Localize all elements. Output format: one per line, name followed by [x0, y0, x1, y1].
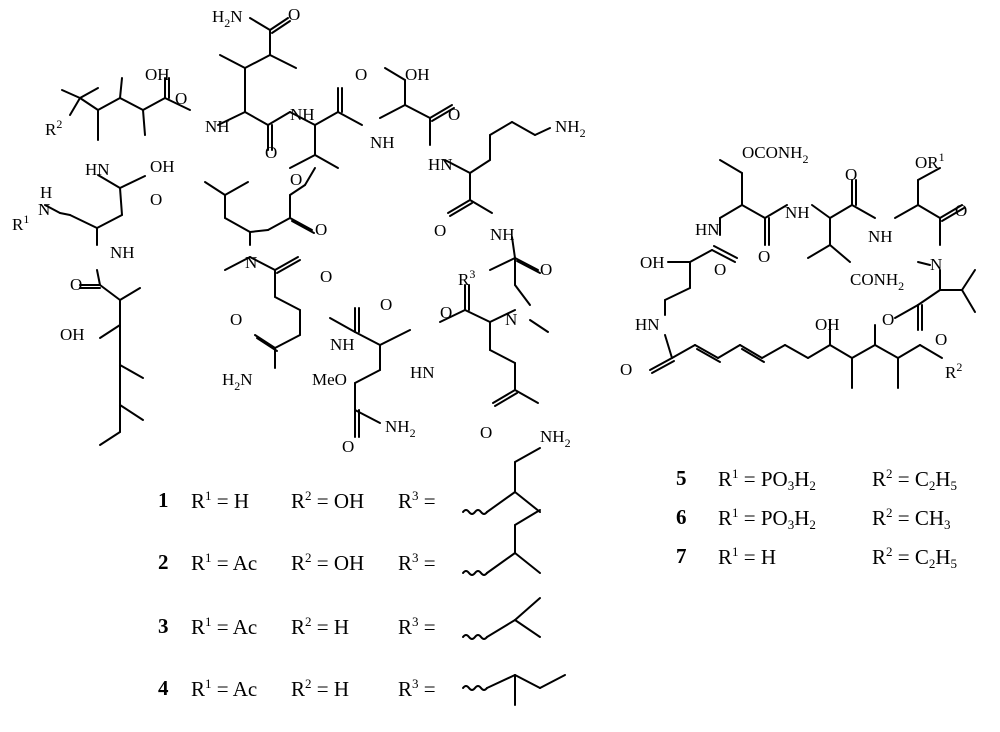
- atom-label: MeO: [312, 370, 347, 389]
- compound-number: 1: [158, 488, 169, 512]
- atom-label: O: [448, 105, 460, 124]
- atom-label: OR1: [915, 150, 945, 172]
- atom-label: O: [150, 190, 162, 209]
- r1-cell: R1 = Ac: [191, 614, 258, 639]
- compound-number: 2: [158, 550, 169, 574]
- atom-label: HN: [695, 220, 720, 239]
- atom-label: NH: [290, 105, 315, 124]
- atom-label: N: [930, 255, 942, 274]
- r2-cell: R2 = H: [291, 614, 350, 639]
- atom-label: NH: [330, 335, 355, 354]
- r2-cell: R2 = C2H5: [872, 544, 958, 571]
- atom-label: N: [38, 200, 50, 219]
- compound-number: 6: [676, 505, 687, 529]
- atom-label: O: [955, 201, 967, 220]
- atom-label: HN: [410, 363, 435, 382]
- atom-label: O: [70, 275, 82, 294]
- atom-label: OH: [145, 65, 170, 84]
- atom-label: O: [480, 423, 492, 442]
- atom-label: HN: [85, 160, 110, 179]
- atom-label: OH: [640, 253, 665, 272]
- r3-label: R3 =: [398, 550, 436, 575]
- atom-label: H: [40, 183, 52, 202]
- atom-label: O: [230, 310, 242, 329]
- atom-label: O: [714, 260, 726, 279]
- r3-label: R3 =: [398, 614, 436, 639]
- r1-cell: R1 = H: [191, 488, 250, 513]
- atom-label: O: [845, 165, 857, 184]
- compound-number: 5: [676, 466, 687, 490]
- atom-label: O: [882, 310, 894, 329]
- atom-label: NH2: [555, 117, 586, 140]
- r2-cell: R2 = CH3: [872, 505, 951, 532]
- atom-label: NH: [785, 203, 810, 222]
- atom-label: NH2: [540, 427, 571, 450]
- atom-label: O: [315, 220, 327, 239]
- atom-label: O: [175, 89, 187, 108]
- atom-label: NH: [110, 243, 135, 262]
- atom-labels: H2N O OH O O OH R2 NH NH NH O NH2 HN OH …: [12, 5, 967, 456]
- r2-cell: R2 = H: [291, 676, 350, 701]
- atom-label: O: [320, 267, 332, 286]
- macrocycle-structure-1-4: [44, 17, 551, 446]
- atom-label: OH: [815, 315, 840, 334]
- atom-label: O: [620, 360, 632, 379]
- atom-label: O: [935, 330, 947, 349]
- r1-cell: R1 = Ac: [191, 550, 258, 575]
- atom-label: R3: [458, 267, 475, 289]
- atom-label: R2: [945, 360, 962, 382]
- r1-cell: R1 = PO3H2: [718, 466, 816, 493]
- r3-label: R3 =: [398, 676, 436, 701]
- atom-label: NH2: [385, 417, 416, 440]
- compound-number: 4: [158, 676, 169, 700]
- atom-label: O: [380, 295, 392, 314]
- atom-label: O: [342, 437, 354, 456]
- r3-substituent-sketches: [462, 447, 566, 706]
- atom-label: NH: [868, 227, 893, 246]
- atom-label: O: [434, 221, 446, 240]
- r1-cell: R1 = Ac: [191, 676, 258, 701]
- atom-label: O: [288, 5, 300, 24]
- atom-label: N: [245, 253, 257, 272]
- r1-cell: R1 = PO3H2: [718, 505, 816, 532]
- atom-label: OH: [60, 325, 85, 344]
- compound-number: 7: [676, 544, 687, 568]
- atom-label: OCONH2: [742, 143, 808, 166]
- r2-cell: R2 = C2H5: [872, 466, 958, 493]
- atom-label: H2N: [222, 370, 253, 393]
- atom-label: OH: [405, 65, 430, 84]
- r3-label: R3 =: [398, 488, 436, 513]
- atom-label: HN: [428, 155, 453, 174]
- atom-label: O: [290, 170, 302, 189]
- macrocycle-structure-5-7: [649, 159, 976, 389]
- atom-label: NH: [370, 133, 395, 152]
- atom-label: O: [440, 303, 452, 322]
- atom-label: NH: [205, 117, 230, 136]
- r1-cell: R1 = H: [718, 544, 777, 569]
- atom-label: O: [540, 260, 552, 279]
- atom-label: HN: [635, 315, 660, 334]
- atom-label: CONH2: [850, 270, 904, 293]
- r2-cell: R2 = OH: [291, 488, 365, 513]
- r2-cell: R2 = OH: [291, 550, 365, 575]
- atom-label: H2N: [212, 7, 243, 30]
- atom-label: R2: [45, 117, 62, 139]
- atom-label: O: [265, 143, 277, 162]
- atom-label: R1: [12, 212, 29, 234]
- atom-label: O: [355, 65, 367, 84]
- atom-label: O: [758, 247, 770, 266]
- atom-label: NH: [490, 225, 515, 244]
- compound-number: 3: [158, 614, 169, 638]
- atom-label: N: [505, 310, 517, 329]
- atom-label: OH: [150, 157, 175, 176]
